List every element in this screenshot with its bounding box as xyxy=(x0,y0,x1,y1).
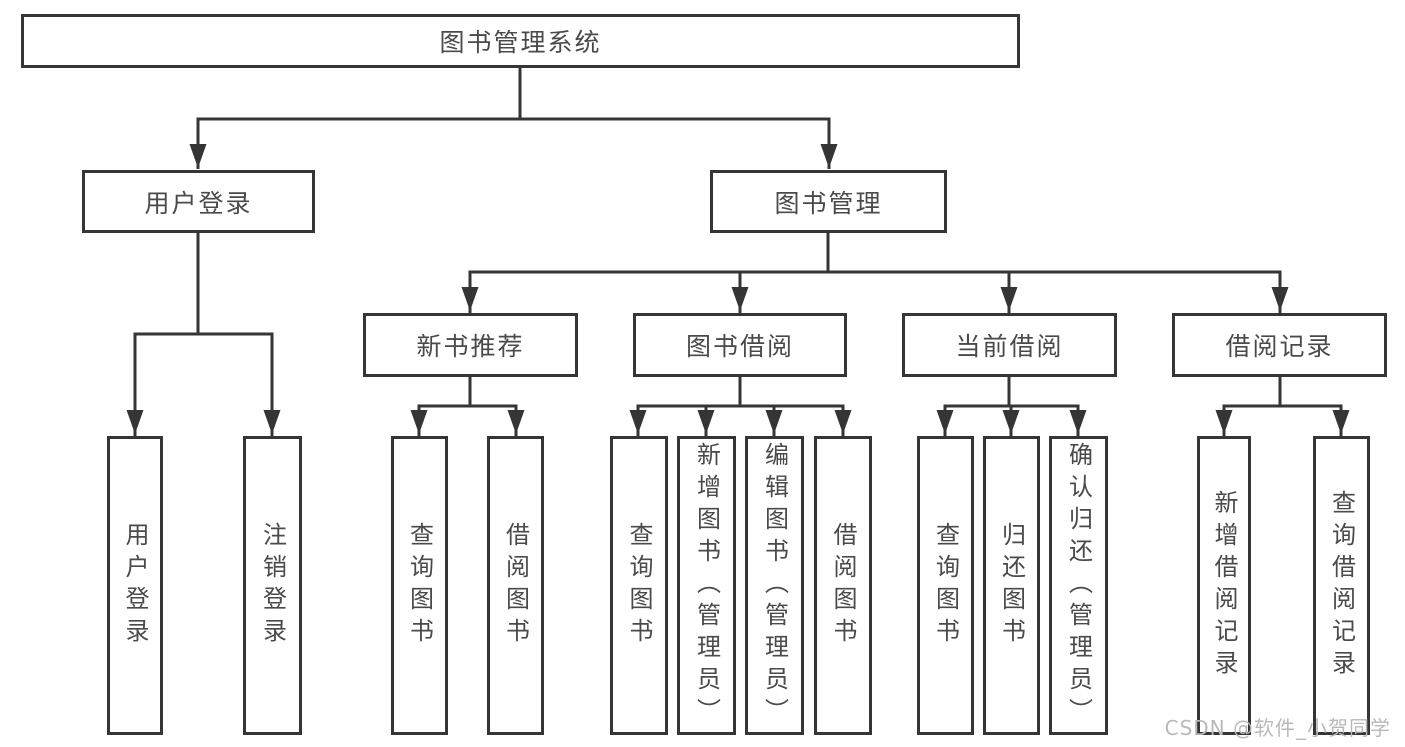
node-label: 当前借阅 xyxy=(955,332,1064,361)
node-leaf-borrow-books-2: 借阅图书 xyxy=(814,436,872,735)
node-leaf-return-books: 归还图书 xyxy=(983,436,1040,735)
node-label: 查询图书 xyxy=(931,521,960,650)
arrowhead xyxy=(834,410,852,434)
arrowhead xyxy=(820,144,838,168)
arrowhead xyxy=(1215,410,1233,434)
arrowhead xyxy=(731,287,749,311)
arrowhead xyxy=(1069,410,1087,434)
node-label: 图书管理 xyxy=(774,188,883,218)
node-leaf-logout: 注销登录 xyxy=(243,436,302,735)
node-book-borrow: 图书借阅 xyxy=(633,313,847,377)
connector-userlogin-branch xyxy=(133,332,274,436)
node-leaf-query-books-2: 查询图书 xyxy=(610,436,668,735)
node-label: 查询借阅记录 xyxy=(1327,489,1356,682)
node-leaf-borrow-books-1: 借阅图书 xyxy=(487,436,544,735)
arrowhead xyxy=(1002,410,1020,434)
arrowhead xyxy=(410,410,428,434)
node-book-management: 图书管理 xyxy=(710,170,947,233)
arrowhead xyxy=(1000,287,1018,311)
connector-root-branch xyxy=(196,117,831,169)
node-label: 查询图书 xyxy=(405,521,434,650)
node-label: 图书管理系统 xyxy=(439,28,602,57)
node-label: 借阅图书 xyxy=(829,521,857,650)
node-label: 借阅记录 xyxy=(1225,332,1334,361)
connector-currentborrow-branch xyxy=(943,404,1080,436)
node-library-system: 图书管理系统 xyxy=(21,14,1020,68)
csdn-watermark: CSDN @软件_小贺同学 xyxy=(1164,716,1391,740)
node-leaf-user-login: 用户登录 xyxy=(107,436,163,735)
node-leaf-edit-books-admin: 编辑图书（管理员） xyxy=(745,436,804,735)
node-current-borrow: 当前借阅 xyxy=(902,313,1117,377)
connector-newbooks-branch xyxy=(417,404,518,436)
node-label: 新增图书（管理员） xyxy=(692,441,721,730)
arrowhead xyxy=(697,410,715,434)
arrowhead xyxy=(461,287,479,311)
node-leaf-add-books-admin: 新增图书（管理员） xyxy=(677,436,736,735)
connector-borrowrecords-branch xyxy=(1222,404,1343,436)
node-label: 编辑图书（管理员） xyxy=(760,441,789,730)
arrowhead xyxy=(629,410,647,434)
arrowhead xyxy=(936,410,954,434)
node-leaf-query-books-1: 查询图书 xyxy=(391,436,448,735)
node-leaf-query-books-3: 查询图书 xyxy=(917,436,974,735)
arrowhead xyxy=(507,410,525,434)
arrowhead xyxy=(1271,287,1289,311)
connector-bookmgmt-branch xyxy=(468,270,1282,313)
node-user-login: 用户登录 xyxy=(82,170,315,233)
node-new-book-recommend: 新书推荐 xyxy=(363,313,578,377)
node-label: 确认归还（管理员） xyxy=(1064,441,1093,730)
node-label: 图书借阅 xyxy=(685,332,794,361)
node-borrow-records: 借阅记录 xyxy=(1172,313,1387,377)
node-label: 用户登录 xyxy=(121,521,149,650)
node-label: 查询图书 xyxy=(625,521,653,650)
arrowhead xyxy=(263,410,281,434)
node-leaf-query-borrow-record: 查询借阅记录 xyxy=(1313,436,1370,735)
arrowhead xyxy=(765,410,783,434)
node-label: 借阅图书 xyxy=(501,521,530,650)
node-label: 注销登录 xyxy=(258,521,287,650)
arrowhead xyxy=(189,144,207,168)
node-label: 新增借阅记录 xyxy=(1210,489,1238,682)
arrowhead xyxy=(126,410,144,434)
arrowhead xyxy=(1332,410,1350,434)
connector-bookborrow-branch xyxy=(636,404,845,436)
node-label: 归还图书 xyxy=(997,521,1026,650)
node-leaf-add-borrow-record: 新增借阅记录 xyxy=(1197,436,1251,735)
node-label: 新书推荐 xyxy=(416,332,525,361)
node-label: 用户登录 xyxy=(144,188,253,218)
node-leaf-confirm-return-admin: 确认归还（管理员） xyxy=(1049,436,1108,735)
